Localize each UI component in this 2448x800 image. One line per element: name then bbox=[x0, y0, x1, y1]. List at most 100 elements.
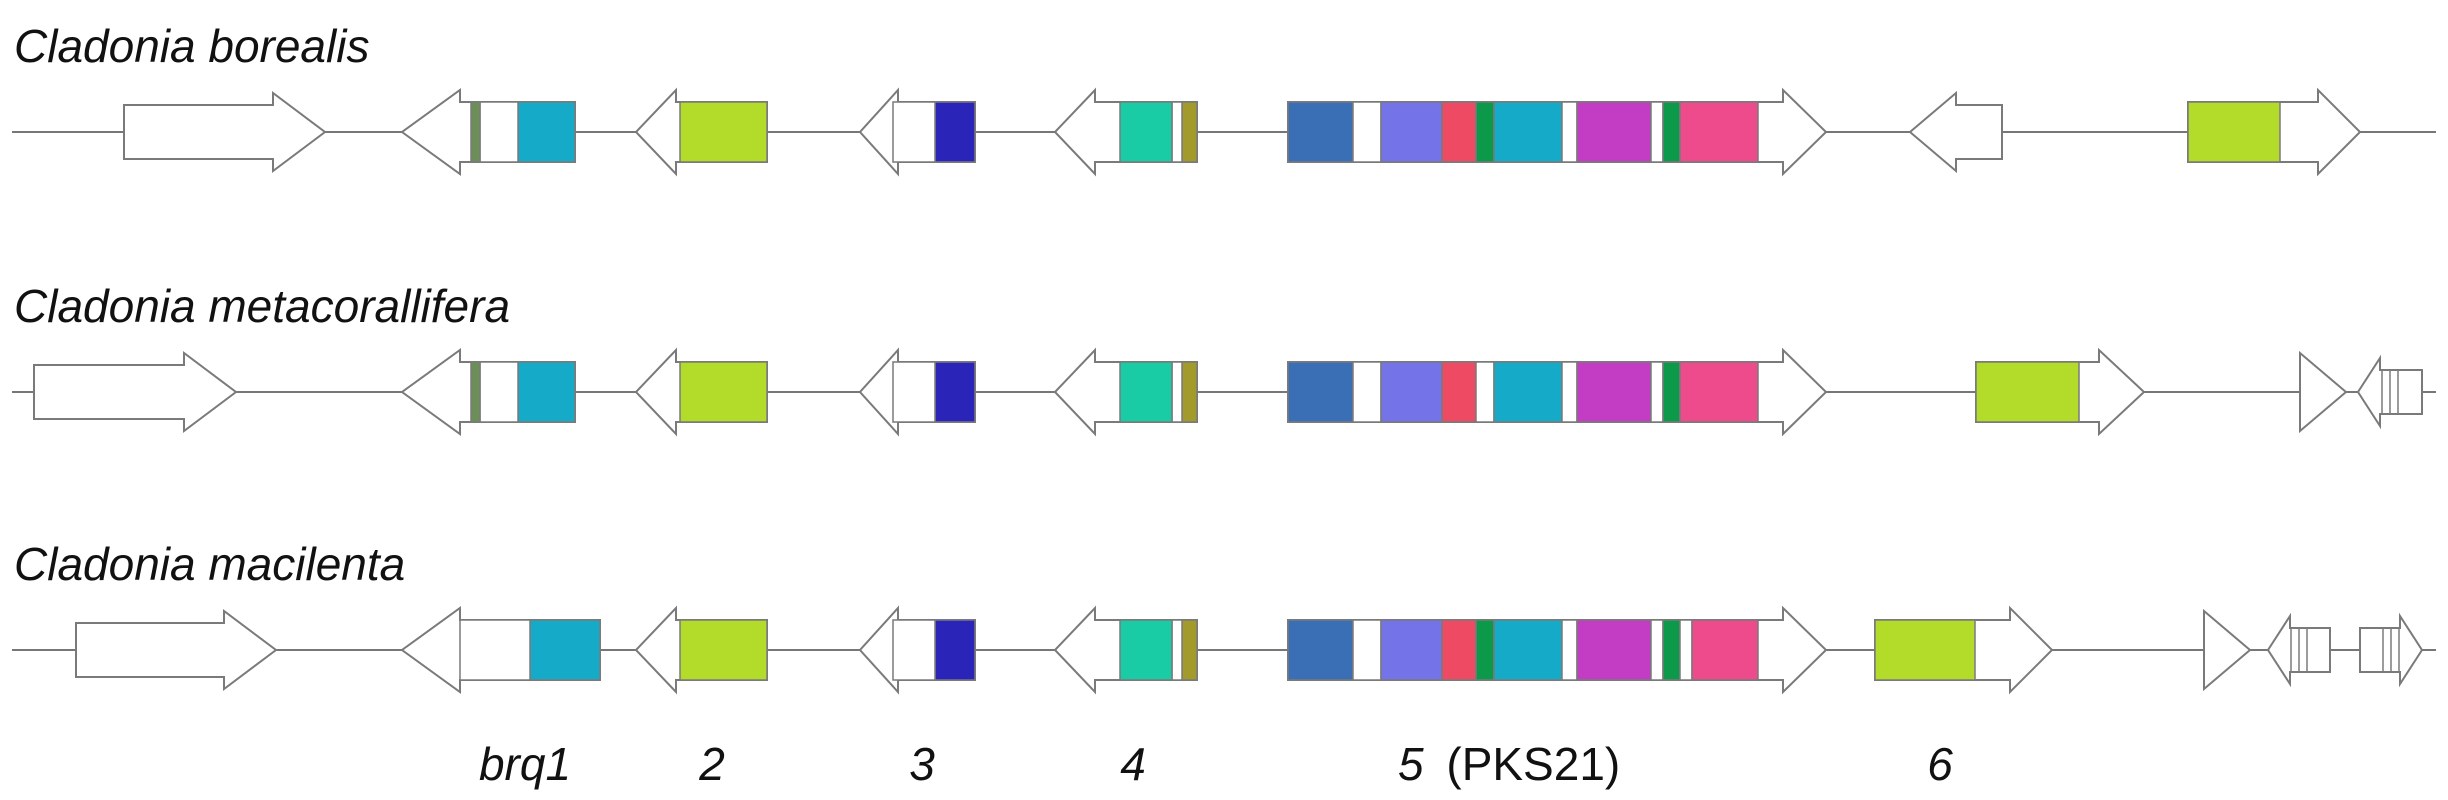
domain-block-red bbox=[1441, 101, 1477, 163]
gene-arrow-outline bbox=[33, 351, 238, 433]
domain-block-cyan bbox=[517, 361, 576, 423]
gene-g9-arrow bbox=[2356, 354, 2423, 430]
domain-block-blank bbox=[1650, 619, 1664, 681]
cluster-track-borealis bbox=[12, 87, 2436, 177]
domain-block-green bbox=[1662, 101, 1681, 163]
domain-block-teal bbox=[1119, 101, 1173, 163]
gene-brq1-arrow bbox=[400, 348, 576, 436]
domain-block-teal bbox=[1119, 361, 1173, 423]
domain-block-green bbox=[1475, 619, 1495, 681]
gene-4-arrow bbox=[1053, 87, 1198, 177]
gene-g10-arrow bbox=[2359, 612, 2424, 688]
domain-block-green bbox=[1662, 361, 1681, 423]
gene-g9-arrow bbox=[2266, 612, 2331, 688]
domain-block-dark_blue bbox=[934, 101, 976, 163]
gene-2-arrow bbox=[634, 605, 768, 695]
domain-block-gray_green bbox=[470, 101, 481, 163]
domain-block-blank bbox=[1171, 619, 1183, 681]
gene-2-arrow bbox=[634, 347, 768, 437]
domain-block-blank bbox=[1650, 101, 1664, 163]
domain-block-blank bbox=[892, 619, 936, 681]
domain-block-cyan bbox=[529, 619, 601, 681]
domain-block-blank bbox=[1650, 361, 1664, 423]
domain-block-magenta bbox=[1576, 361, 1652, 423]
domain-block-steel_blue bbox=[1287, 619, 1354, 681]
gene-4-arrow bbox=[1053, 347, 1198, 437]
domain-block-steel_blue bbox=[1287, 361, 1354, 423]
domain-block-dark_blue bbox=[934, 619, 976, 681]
domain-block-blank bbox=[1561, 361, 1578, 423]
gene-3-arrow bbox=[858, 605, 976, 695]
gene-5-arrow bbox=[1287, 347, 1828, 437]
domain-block-lime bbox=[2187, 101, 2281, 163]
gene-3-arrow bbox=[858, 87, 976, 177]
domain-block-teal bbox=[1119, 619, 1173, 681]
species-label-metacorallifera: Cladonia metacorallifera bbox=[14, 280, 510, 332]
domain-block-blank bbox=[1475, 361, 1495, 423]
gene-g7-arrow bbox=[1908, 90, 2003, 174]
domain-block-lime bbox=[1975, 361, 2080, 423]
domain-block-blank bbox=[1352, 101, 1382, 163]
cluster-track-metacorallifera bbox=[12, 347, 2436, 437]
domain-block-dark_blue bbox=[934, 361, 976, 423]
gene-arrow-outline bbox=[123, 91, 327, 173]
domain-block-cyan bbox=[1493, 361, 1563, 423]
gene-g8-arrow bbox=[2299, 350, 2348, 434]
gene-arrow-outline bbox=[75, 609, 278, 691]
gene-label-6: 6 bbox=[1927, 738, 1953, 790]
domain-block-blank bbox=[892, 361, 936, 423]
domain-block-olive bbox=[1181, 619, 1198, 681]
gene-label-5-pks21: 5 (PKS21) bbox=[1398, 738, 1620, 790]
domain-block-blank bbox=[479, 361, 519, 423]
gene-6-arrow bbox=[2187, 87, 2362, 177]
domain-block-lime bbox=[679, 619, 768, 681]
gene-6-arrow bbox=[1874, 605, 2054, 695]
domain-block-cyan bbox=[1493, 619, 1563, 681]
domain-block-magenta bbox=[1576, 101, 1652, 163]
gene-3-arrow bbox=[858, 347, 976, 437]
gene-label-4: 4 bbox=[1120, 738, 1146, 790]
domain-block-blank bbox=[1352, 361, 1382, 423]
domain-block-pink bbox=[1691, 619, 1759, 681]
domain-block-blank bbox=[1679, 619, 1693, 681]
domain-block-blank bbox=[459, 619, 531, 681]
domain-block-red bbox=[1441, 619, 1477, 681]
domain-block-lime bbox=[1874, 619, 1976, 681]
domain-block-pink bbox=[1679, 361, 1759, 423]
species-label-borealis: Cladonia borealis bbox=[14, 20, 369, 72]
gene-brq1-arrow bbox=[400, 88, 576, 176]
gene-arrow-outline bbox=[1908, 90, 2003, 174]
gene-5-arrow bbox=[1287, 605, 1828, 695]
domain-block-steel_blue bbox=[1287, 101, 1354, 163]
domain-block-periwinkle bbox=[1380, 101, 1443, 163]
domain-block-lime bbox=[679, 101, 768, 163]
gene-arrow-outline bbox=[2299, 350, 2348, 434]
domain-block-periwinkle bbox=[1380, 619, 1443, 681]
domain-block-blank bbox=[479, 101, 519, 163]
cluster-track-macilenta bbox=[12, 605, 2436, 695]
domain-block-blank bbox=[1171, 361, 1183, 423]
gene-label-2: 2 bbox=[698, 738, 725, 790]
domain-block-olive bbox=[1181, 101, 1198, 163]
domain-block-blank bbox=[1561, 619, 1578, 681]
domain-block-olive bbox=[1181, 361, 1198, 423]
gene-arrow-outline bbox=[2203, 608, 2252, 692]
domain-block-blank bbox=[1352, 619, 1382, 681]
domain-block-cyan bbox=[1493, 101, 1563, 163]
domain-block-blank bbox=[892, 101, 936, 163]
gene-2-arrow bbox=[634, 87, 768, 177]
domain-block-magenta bbox=[1576, 619, 1652, 681]
domain-block-green bbox=[1662, 619, 1681, 681]
domain-block-periwinkle bbox=[1380, 361, 1443, 423]
gene-5-arrow bbox=[1287, 87, 1828, 177]
species-label-macilenta: Cladonia macilenta bbox=[14, 538, 405, 590]
gene-6-arrow bbox=[1975, 347, 2146, 437]
domain-block-blank bbox=[1561, 101, 1578, 163]
domain-block-red bbox=[1441, 361, 1477, 423]
gene-4-arrow bbox=[1053, 605, 1198, 695]
domain-block-cyan bbox=[517, 101, 576, 163]
gene-brq1-arrow bbox=[400, 606, 601, 694]
gene-label-3: 3 bbox=[909, 738, 935, 790]
gene-g1-arrow bbox=[123, 91, 327, 173]
